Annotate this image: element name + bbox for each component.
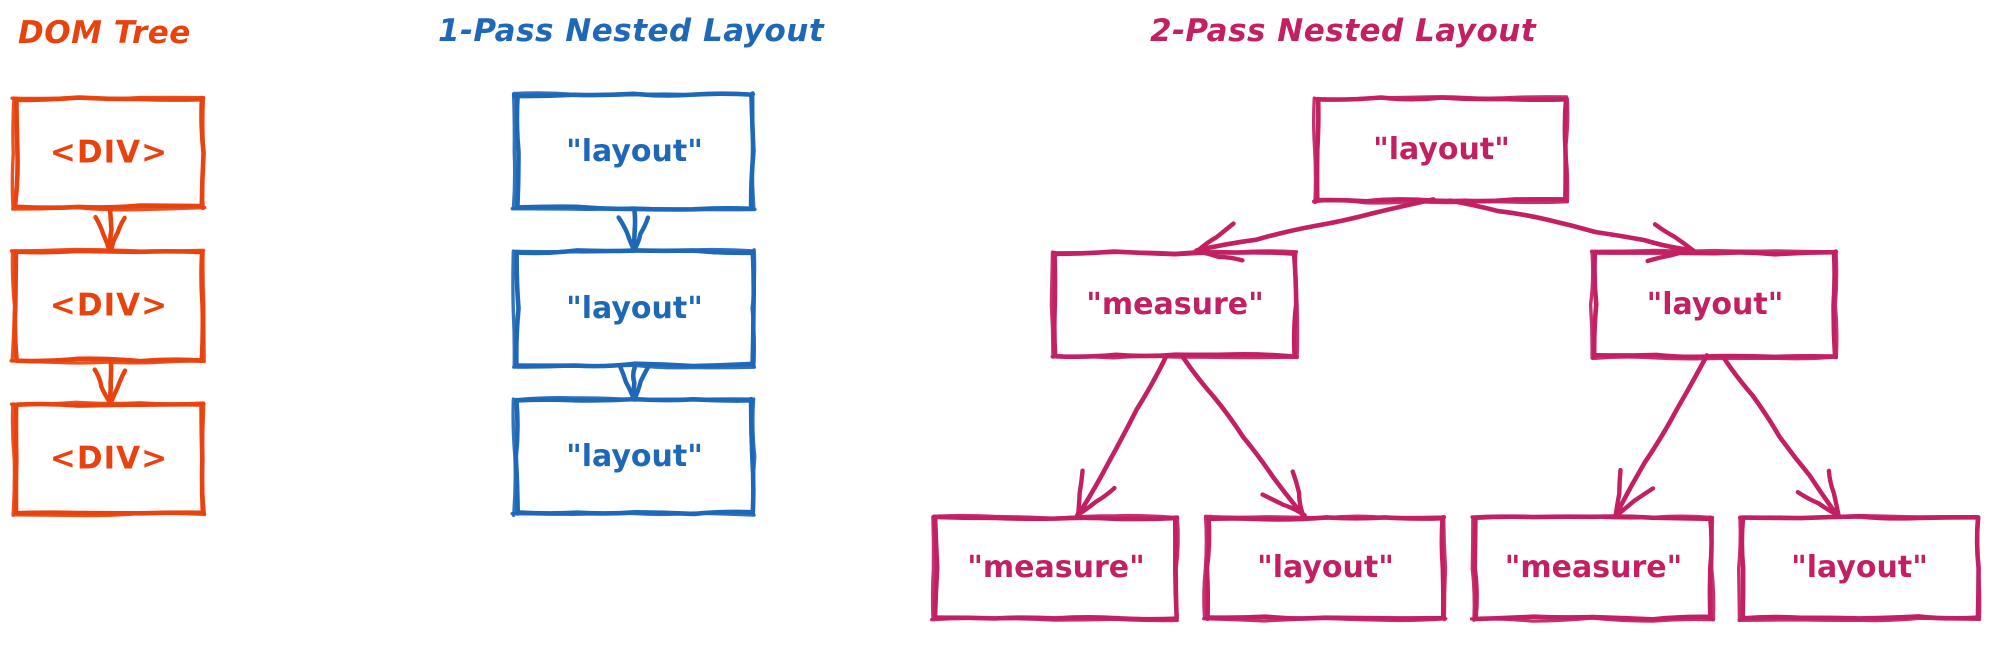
- arrow-one-pass-nested-layout-1: [617, 362, 652, 402]
- node-box-twopass-leaf-1: [929, 513, 1180, 623]
- node-box-twopass-leaf-2: [1202, 514, 1448, 623]
- panel-title-dom-tree: DOM Tree: [18, 15, 191, 51]
- edge-twopass-mid-left-to-twopass-leaf-2: [1180, 354, 1307, 519]
- node-box-twopass-leaf-4: [1736, 513, 1982, 623]
- node-label-twopass-leaf-4: "layout": [1791, 550, 1928, 585]
- arrow-one-pass-nested-layout-0: [616, 207, 651, 254]
- node-box-twopass-root: [1311, 95, 1570, 205]
- panel-title-one-pass-nested-layout: 1-Pass Nested Layout: [438, 13, 825, 49]
- edge-twopass-root-to-twopass-mid-left: [1193, 197, 1436, 263]
- node-label-dom-node-1: <DIV>: [49, 134, 169, 171]
- arrow-dom-tree-1: [92, 360, 128, 407]
- node-label-twopass-mid-right: "layout": [1646, 286, 1784, 322]
- node-label-dom-node-3: <DIV>: [49, 440, 169, 477]
- panel-title-two-pass-nested-layout: 2-Pass Nested Layout: [1150, 13, 1537, 49]
- node-label-twopass-mid-left: "measure": [1086, 286, 1264, 322]
- node-box-twopass-leaf-3: [1469, 514, 1716, 623]
- node-box-twopass-mid-right: [1588, 248, 1839, 361]
- edge-twopass-mid-right-to-twopass-leaf-3: [1613, 353, 1710, 520]
- node-label-onepass-node-3: "layout": [566, 438, 703, 474]
- node-box-twopass-mid-left: [1049, 249, 1300, 360]
- node-label-onepass-node-1: "layout": [566, 133, 703, 169]
- node-label-twopass-leaf-1: "measure": [967, 550, 1145, 585]
- arrow-dom-tree-0: [93, 206, 127, 254]
- node-label-twopass-leaf-2: "layout": [1257, 550, 1394, 585]
- edge-twopass-mid-left-to-twopass-leaf-1: [1074, 353, 1169, 519]
- node-label-twopass-root: "layout": [1373, 131, 1510, 167]
- node-label-dom-node-2: <DIV>: [49, 287, 169, 324]
- node-label-onepass-node-2: "layout": [566, 290, 703, 326]
- edge-twopass-root-to-twopass-mid-right: [1447, 198, 1696, 264]
- edge-twopass-mid-right-to-twopass-leaf-4: [1720, 354, 1841, 519]
- node-label-twopass-leaf-3: "measure": [1504, 550, 1683, 585]
